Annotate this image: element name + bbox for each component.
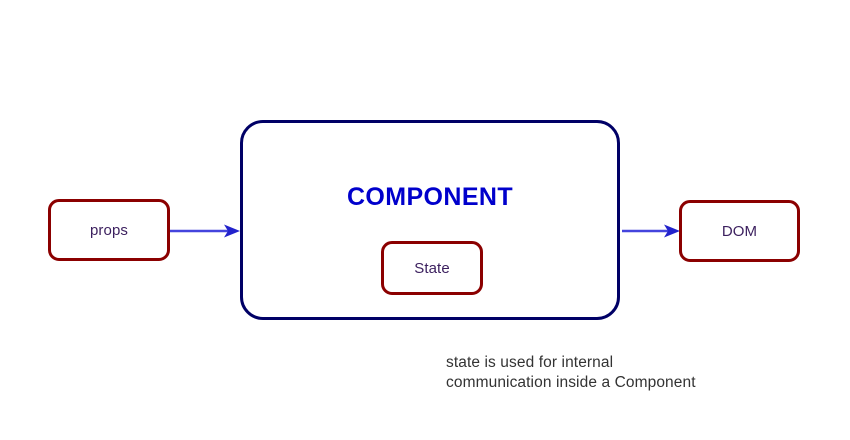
node-state-label: State: [414, 259, 450, 277]
node-props-label: props: [89, 221, 129, 239]
node-component-title: COMPONENT: [346, 183, 514, 211]
caption-line-1: state is used for internal: [446, 354, 614, 371]
node-props[interactable]: props: [48, 199, 170, 261]
node-dom-label: DOM: [721, 222, 758, 240]
caption-line-2: communication inside a Component: [446, 374, 696, 391]
node-state[interactable]: State: [381, 241, 483, 295]
node-component[interactable]: COMPONENT State: [240, 120, 620, 320]
arrow-component-to-dom-icon: [622, 224, 680, 238]
caption: state is used for internal communication…: [446, 353, 806, 393]
node-dom[interactable]: DOM: [679, 200, 800, 262]
arrow-props-to-component-icon: [170, 224, 240, 238]
